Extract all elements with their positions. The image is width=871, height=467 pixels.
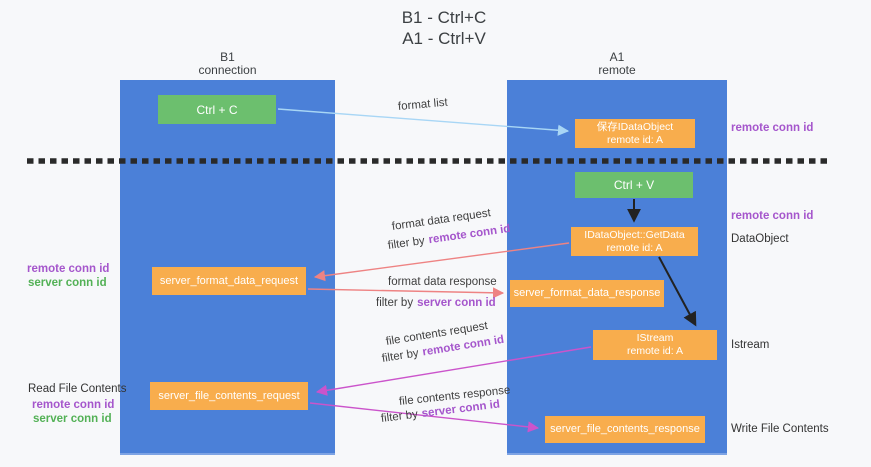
server-format-data-request-label: server_format_data_request (159, 274, 299, 287)
node-ctrl-v: Ctrl + V (575, 172, 693, 198)
lane-header-b1: B1 connection (120, 51, 335, 77)
node-server-format-data-response: server_format_data_response (510, 280, 664, 307)
node-server-format-data-request: server_format_data_request (152, 267, 306, 295)
node-ctrl-c: Ctrl + C (158, 95, 276, 124)
filter-by-text: filter by (380, 408, 419, 425)
node-save-idataobject: 保存IDataObject remote id: A (575, 119, 695, 148)
lane-b1-subtitle: connection (198, 63, 257, 77)
istream-side-label: Istream (731, 339, 770, 351)
server-file-contents-request-label: server_file_contents_request (158, 389, 300, 402)
left-remote-conn-id-top-label: remote conn id (27, 263, 110, 275)
filter-by-text: filter by (376, 297, 414, 309)
istream-line2: remote id: A (626, 345, 684, 357)
server-conn-id-text: server conn id (417, 297, 496, 309)
ctrl-c-label: Ctrl + C (196, 102, 238, 117)
read-file-contents-label: Read File Contents (28, 383, 127, 395)
save-idataobject-line2: remote id: A (606, 133, 664, 146)
getdata-line1: IDataObject::GetData (584, 228, 685, 241)
node-idataobject-getdata: IDataObject::GetData remote id: A (571, 227, 698, 256)
left-server-conn-id-top-label: server conn id (28, 277, 107, 289)
istream-line1: IStream (636, 332, 674, 344)
lane-a1-title: A1 (609, 50, 625, 64)
lane-b1-title: B1 (220, 50, 235, 64)
dataobject-label: DataObject (731, 233, 789, 245)
lane-header-a1: A1 remote (507, 51, 727, 77)
node-server-file-contents-response: server_file_contents_response (545, 416, 705, 443)
ctrl-v-label: Ctrl + V (613, 178, 655, 192)
server-format-data-response-label: server_format_data_response (513, 287, 661, 299)
lane-a1-subtitle: remote (598, 63, 636, 77)
title-line-1: B1 - Ctrl+C (401, 8, 487, 27)
left-remote-conn-id-bottom-label: remote conn id (32, 399, 115, 411)
right-remote-conn-id-mid-label: remote conn id (731, 210, 814, 222)
title-line-2: A1 - Ctrl+V (402, 29, 486, 48)
filter-by-text: filter by (387, 234, 426, 252)
remote-conn-id-text: remote conn id (427, 222, 512, 247)
diagram-title: B1 - Ctrl+C A1 - Ctrl+V (0, 7, 871, 49)
getdata-line2: remote id: A (606, 241, 663, 254)
format-data-response-label: format data response (388, 276, 497, 288)
format-list-label: format list (397, 96, 449, 113)
node-server-file-contents-request: server_file_contents_request (150, 382, 308, 410)
node-istream: IStream remote id: A (593, 330, 717, 360)
filter-by-text: filter by (381, 347, 420, 365)
save-idataobject-line1: 保存IDataObject (596, 120, 674, 133)
left-server-conn-id-bottom-label: server conn id (33, 413, 112, 425)
server-file-contents-response-label: server_file_contents_response (550, 423, 700, 435)
right-remote-conn-id-top-label: remote conn id (731, 122, 814, 134)
write-file-contents-label: Write File Contents (731, 423, 829, 435)
format-data-response-arrow (307, 287, 505, 299)
